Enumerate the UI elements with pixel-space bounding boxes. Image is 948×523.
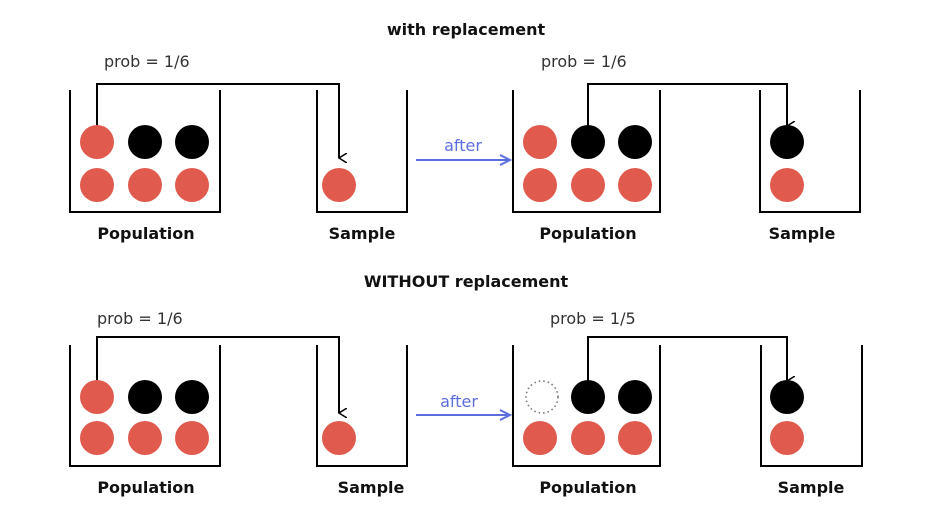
- prob-label: prob = 1/6: [104, 52, 190, 71]
- transfer-arrow: [96, 336, 339, 413]
- population-ball: [618, 421, 652, 455]
- population-ball: [571, 380, 605, 414]
- sample-container: [316, 345, 408, 467]
- population-ball: [80, 125, 114, 159]
- after-label: after: [444, 136, 482, 155]
- population-ball: [618, 380, 652, 414]
- sample-ball: [322, 421, 356, 455]
- population-ball: [80, 421, 114, 455]
- population-ball: [571, 125, 605, 159]
- population-ball: [175, 380, 209, 414]
- population-label: Population: [97, 478, 194, 497]
- population-ball: [523, 168, 557, 202]
- population-ball: [128, 380, 162, 414]
- population-ball: [128, 125, 162, 159]
- section-without-replacement: WITHOUT replacement prob = 1/6 Populatio…: [69, 272, 863, 497]
- sample-label: Sample: [338, 478, 405, 497]
- panel-after: prob = 1/5 Population Sample: [512, 309, 863, 497]
- sample-label: Sample: [329, 224, 396, 243]
- prob-label: prob = 1/5: [550, 309, 636, 328]
- population-container: [69, 90, 221, 213]
- population-container: [69, 345, 221, 467]
- section-title: with replacement: [387, 20, 546, 39]
- population-label: Population: [539, 224, 636, 243]
- sample-ball: [770, 421, 804, 455]
- transfer-arrow: [587, 336, 787, 381]
- population-ball: [618, 168, 652, 202]
- population-ball: [80, 168, 114, 202]
- panel-before: prob = 1/6 Population Sample: [69, 309, 408, 497]
- prob-label: prob = 1/6: [541, 52, 627, 71]
- sample-ball: [322, 168, 356, 202]
- after-arrow: after: [416, 136, 513, 166]
- sample-container: [759, 90, 861, 213]
- section-with-replacement: with replacement prob = 1/6 Population S…: [69, 20, 861, 243]
- panel-before: prob = 1/6 Population Sample: [69, 52, 408, 243]
- population-ball: [128, 421, 162, 455]
- sample-label: Sample: [778, 478, 845, 497]
- sample-ball: [770, 380, 804, 414]
- panel-after: prob = 1/6 Population Sample: [512, 52, 861, 243]
- prob-label: prob = 1/6: [97, 309, 183, 328]
- population-ball: [571, 168, 605, 202]
- population-ball: [175, 421, 209, 455]
- population-ball: [80, 380, 114, 414]
- population-ball: [175, 125, 209, 159]
- population-ball: [523, 421, 557, 455]
- section-title: WITHOUT replacement: [364, 272, 569, 291]
- transfer-arrow: [96, 83, 339, 158]
- population-ball: [618, 125, 652, 159]
- after-label: after: [440, 392, 478, 411]
- sample-ball: [770, 125, 804, 159]
- after-arrow: after: [416, 392, 513, 421]
- population-label: Population: [97, 224, 194, 243]
- population-container: [512, 345, 661, 467]
- sample-ball: [770, 168, 804, 202]
- population-label: Population: [539, 478, 636, 497]
- population-ball: [523, 125, 557, 159]
- sample-label: Sample: [769, 224, 836, 243]
- sample-container: [760, 345, 863, 467]
- population-ball: [128, 168, 162, 202]
- population-ball: [175, 168, 209, 202]
- sample-container: [316, 90, 408, 213]
- population-container: [512, 90, 661, 213]
- population-ball: [571, 421, 605, 455]
- removed-ball-placeholder: [525, 380, 559, 414]
- transfer-arrow: [587, 83, 787, 126]
